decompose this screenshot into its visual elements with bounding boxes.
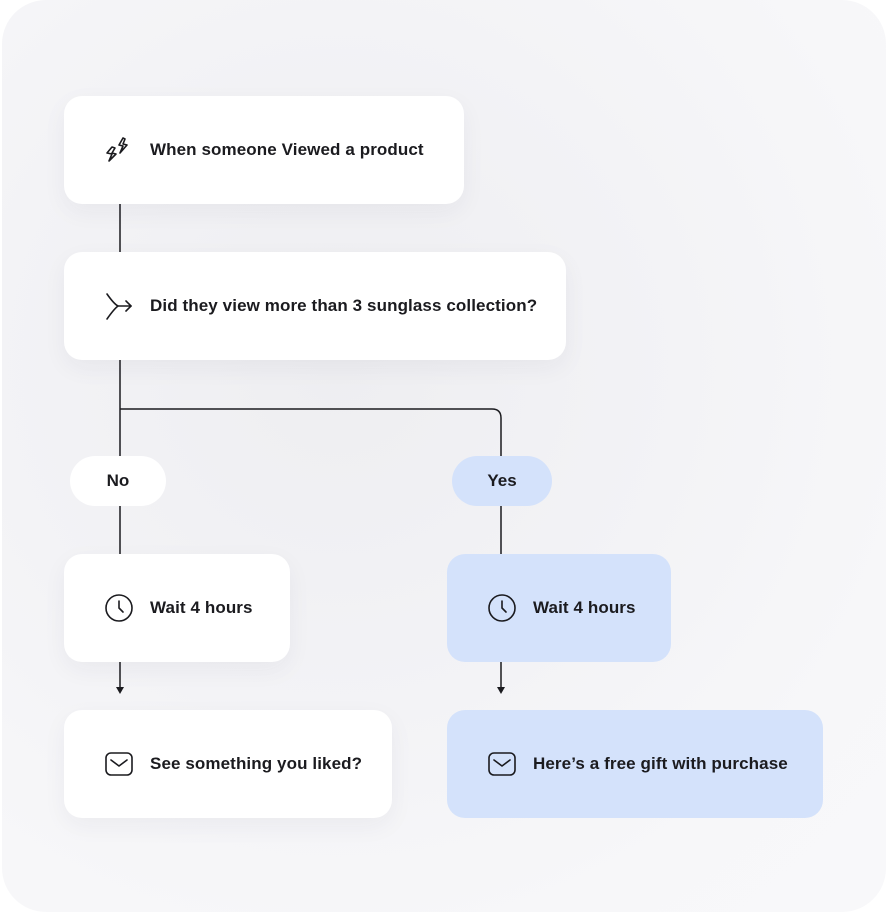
- yes-email-label: Here’s a free gift with purchase: [533, 754, 788, 773]
- clock-icon: [104, 593, 134, 623]
- yes-wait-node[interactable]: Wait 4 hours: [447, 554, 671, 662]
- trigger-label: When someone Viewed a product: [150, 140, 424, 159]
- branch-yes-label[interactable]: Yes: [452, 456, 552, 506]
- no-wait-label: Wait 4 hours: [150, 598, 253, 617]
- no-email-node[interactable]: See something you liked?: [64, 710, 392, 818]
- condition-label: Did they view more than 3 sunglass colle…: [150, 296, 538, 315]
- yes-email-node[interactable]: Here’s a free gift with purchase: [447, 710, 823, 818]
- no-wait-node[interactable]: Wait 4 hours: [64, 554, 290, 662]
- trigger-node[interactable]: When someone Viewed a product: [64, 96, 464, 204]
- email-icon: [487, 749, 517, 779]
- email-icon: [104, 749, 134, 779]
- split-arrow-icon: [104, 291, 134, 321]
- no-email-label: See something you liked?: [150, 754, 363, 773]
- lightning-bolts-icon: [104, 135, 134, 165]
- clock-icon: [487, 593, 517, 623]
- branch-no-label[interactable]: No: [70, 456, 166, 506]
- condition-node[interactable]: Did they view more than 3 sunglass colle…: [64, 252, 566, 360]
- yes-wait-label: Wait 4 hours: [533, 598, 636, 617]
